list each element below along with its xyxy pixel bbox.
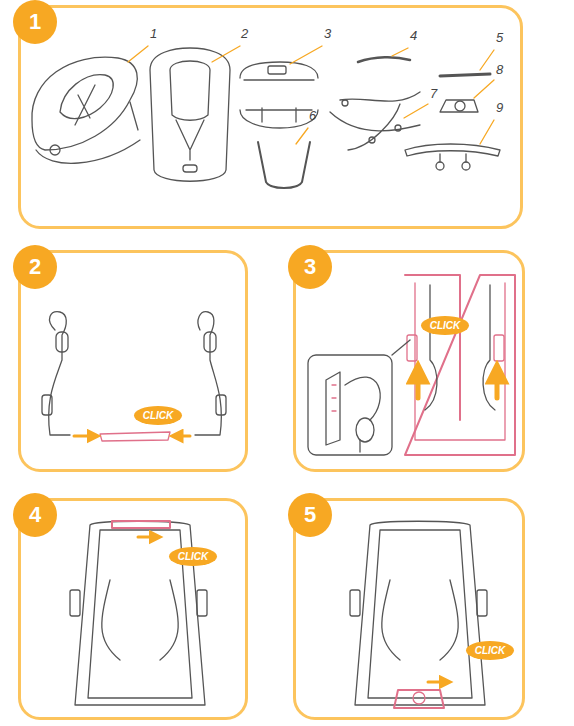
part-number: 5 xyxy=(496,30,503,45)
click-text: CLICK xyxy=(178,551,209,562)
step-number: 1 xyxy=(13,0,57,44)
click-callout: CLICK xyxy=(421,316,470,335)
step-number-text: 3 xyxy=(304,254,316,280)
step-panel: 5CLICK xyxy=(293,498,525,720)
click-callout: CLICK xyxy=(134,406,183,425)
step-panel: 2CLICK xyxy=(18,250,248,472)
step-panel: 4CLICK xyxy=(18,498,248,720)
step-panel: 1 xyxy=(18,5,523,229)
part-number: 9 xyxy=(496,100,503,115)
part-number: 1 xyxy=(150,26,157,41)
step-number: 4 xyxy=(13,493,57,537)
step-number: 3 xyxy=(288,245,332,289)
part-number: 2 xyxy=(241,26,248,41)
part-number: 4 xyxy=(410,28,417,43)
part-number: 3 xyxy=(324,26,331,41)
step-number: 2 xyxy=(13,245,57,289)
click-callout: CLICK xyxy=(466,641,515,660)
part-number: 6 xyxy=(309,108,316,123)
step-panel: 3CLICK xyxy=(293,250,525,472)
click-text: CLICK xyxy=(430,320,461,331)
step-number-text: 5 xyxy=(304,502,316,528)
part-number: 7 xyxy=(430,86,437,101)
click-text: CLICK xyxy=(143,410,174,421)
step-number-text: 4 xyxy=(29,502,41,528)
step-number-text: 2 xyxy=(29,254,41,280)
step-number: 5 xyxy=(288,493,332,537)
part-number: 8 xyxy=(496,62,503,77)
click-callout: CLICK xyxy=(169,547,218,566)
click-text: CLICK xyxy=(475,645,506,656)
step-number-text: 1 xyxy=(29,9,41,35)
